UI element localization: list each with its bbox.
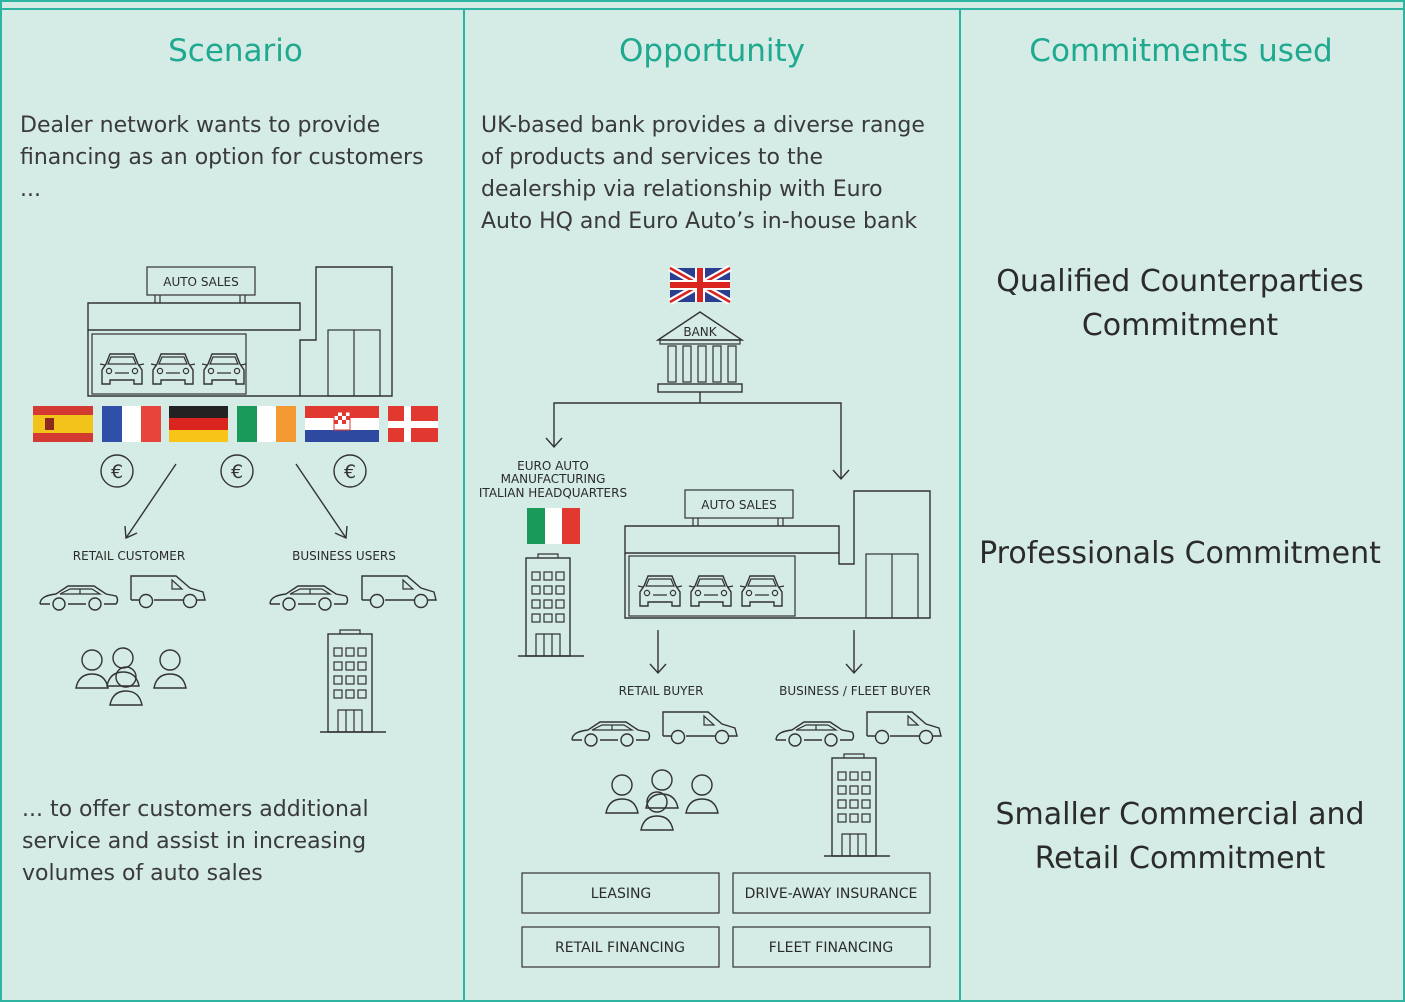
commitment-qualified-counterparties: Qualified Counterparties Commitment bbox=[996, 264, 1364, 343]
dealership-building-opportunity bbox=[624, 490, 931, 619]
arrow-to-business-users bbox=[295, 463, 348, 540]
denmark-flag-icon bbox=[388, 406, 438, 442]
scenario-outro: ... to offer customers additional servic… bbox=[22, 797, 369, 886]
euro-symbol: € bbox=[344, 461, 356, 483]
person-icon bbox=[685, 774, 719, 814]
car-icon bbox=[775, 721, 855, 747]
top-rule bbox=[0, 8, 1405, 10]
column-divider-1 bbox=[463, 8, 465, 1002]
product-fleet-financing-label: FLEET FINANCING bbox=[769, 940, 893, 956]
product-box-retail-financing bbox=[521, 926, 720, 968]
euro-coin-icon: € bbox=[100, 454, 134, 488]
uk-flag-icon bbox=[668, 264, 732, 306]
arrow-to-business-fleet-buyer bbox=[845, 630, 863, 674]
retail-customer-label: RETAIL CUSTOMER bbox=[73, 549, 185, 563]
italy-flag-icon bbox=[527, 508, 580, 544]
france-flag-icon bbox=[102, 406, 161, 442]
van-icon bbox=[866, 711, 942, 745]
auto-sales-sign-opportunity bbox=[684, 489, 794, 519]
product-drive-away-insurance-label: DRIVE-AWAY INSURANCE bbox=[745, 886, 918, 902]
product-retail-financing-label: RETAIL FINANCING bbox=[555, 940, 685, 956]
commitments-title: Commitments used bbox=[1029, 33, 1333, 69]
person-icon bbox=[75, 649, 109, 689]
auto-sales-label-opportunity: AUTO SALES bbox=[701, 498, 777, 512]
car-icon bbox=[39, 585, 119, 611]
business-fleet-buyer-label: BUSINESS / FLEET BUYER bbox=[779, 684, 931, 698]
euro-symbol: € bbox=[231, 461, 243, 483]
person-icon bbox=[153, 649, 187, 689]
germany-flag-icon bbox=[169, 406, 228, 442]
commitment-professionals: Professionals Commitment bbox=[979, 536, 1381, 571]
van-icon bbox=[130, 575, 206, 609]
opportunity-title: Opportunity bbox=[618, 33, 806, 69]
person-icon bbox=[605, 774, 639, 814]
arrow-to-retail-buyer bbox=[649, 630, 667, 674]
auto-sales-sign-scenario bbox=[146, 266, 256, 296]
product-box-leasing bbox=[521, 872, 720, 914]
bank-label: BANK bbox=[683, 325, 717, 339]
retail-buyer-label: RETAIL BUYER bbox=[619, 684, 704, 698]
bank-connector-arrows bbox=[545, 392, 850, 480]
euro-auto-label-line1: EURO AUTO bbox=[517, 459, 589, 473]
headquarters-building-icon bbox=[517, 553, 585, 657]
product-box-drive-away-insurance bbox=[732, 872, 931, 914]
van-icon bbox=[361, 575, 437, 609]
ireland-flag-icon bbox=[237, 406, 296, 442]
person-icon bbox=[645, 769, 679, 809]
scenario-title: Scenario bbox=[168, 33, 303, 69]
product-leasing-label: LEASING bbox=[591, 886, 652, 902]
euro-auto-label-line2: MANUFACTURING bbox=[501, 472, 606, 486]
van-icon bbox=[662, 711, 738, 745]
euro-auto-label-line3: ITALIAN HEADQUARTERS bbox=[479, 486, 627, 500]
commitment-smaller-commercial-retail: Smaller Commercial and Retail Commitment bbox=[995, 797, 1365, 876]
opportunity-intro: UK-based bank provides a diverse range o… bbox=[481, 113, 925, 234]
business-users-label: BUSINESS USERS bbox=[292, 549, 396, 563]
car-icon bbox=[571, 721, 651, 747]
column-divider-2 bbox=[959, 8, 961, 1002]
bank-icon bbox=[655, 311, 745, 393]
arrow-to-retail-customer bbox=[124, 463, 177, 540]
spain-flag-icon bbox=[33, 406, 93, 442]
auto-sales-label-scenario: AUTO SALES bbox=[163, 275, 239, 289]
car-icon bbox=[269, 585, 349, 611]
euro-symbol: € bbox=[111, 461, 123, 483]
person-icon bbox=[640, 791, 674, 831]
flags-row bbox=[33, 406, 438, 442]
office-building-icon bbox=[319, 629, 387, 733]
croatia-flag-icon bbox=[305, 406, 379, 442]
euro-coin-icon: € bbox=[220, 454, 254, 488]
scenario-intro: Dealer network wants to provide financin… bbox=[20, 113, 424, 202]
dealership-building-scenario bbox=[87, 266, 393, 397]
office-building-icon bbox=[823, 753, 891, 857]
euro-coin-icon: € bbox=[333, 454, 367, 488]
product-box-fleet-financing bbox=[732, 926, 931, 968]
